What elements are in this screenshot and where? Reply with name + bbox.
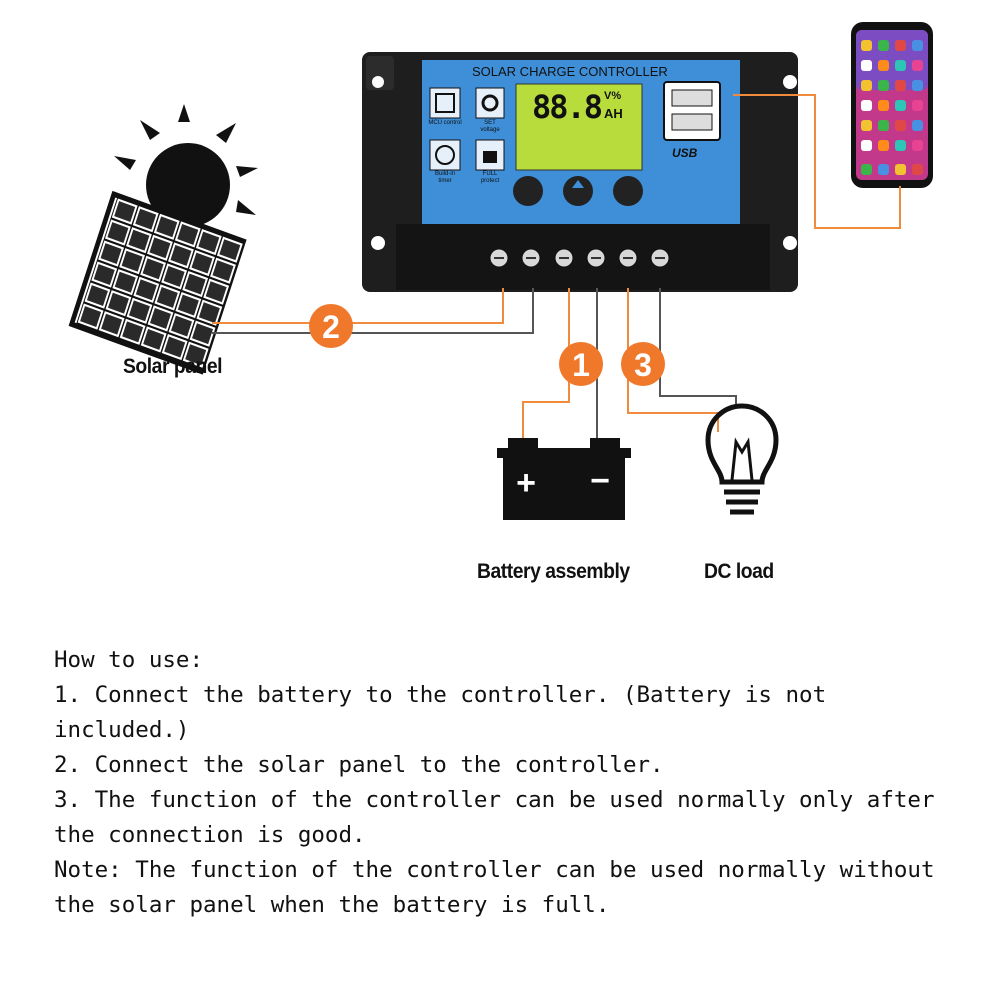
usb-label: USB — [672, 146, 698, 160]
timer-label: Build-in timer — [434, 171, 455, 184]
full-protect-label: FULL protect — [480, 171, 500, 184]
svg-text:3: 3 — [634, 347, 652, 383]
sun-icon — [114, 104, 258, 227]
instructions-heading: How to use: — [54, 647, 204, 673]
instruction-step-1: 1. Connect the battery to the controller… — [54, 682, 840, 743]
svg-text:2: 2 — [322, 309, 340, 345]
lcd-units-bottom: AH — [604, 106, 623, 121]
solar-panel-icon — [68, 190, 247, 375]
instruction-note: Note: The function of the controller can… — [54, 857, 949, 918]
svg-text:1: 1 — [572, 347, 590, 383]
phone-icon — [851, 22, 933, 188]
solar-panel-label: Solar panel — [123, 355, 223, 378]
wiring-diagram: 1 2 3 + − — [68, 22, 933, 520]
mcu-control-label: MCU control — [428, 120, 462, 126]
svg-text:+: + — [516, 464, 536, 502]
charge-controller — [362, 52, 798, 292]
lcd-digits: 88.8 — [532, 88, 603, 126]
badge-2: 2 — [309, 304, 353, 348]
battery-icon: + − — [497, 438, 631, 520]
dc-load-label: DC load — [704, 560, 774, 583]
instructions: How to use: 1. Connect the battery to th… — [54, 643, 954, 923]
lcd-units-top: V% — [604, 90, 622, 102]
svg-text:−: − — [590, 462, 610, 500]
light-bulb-icon — [705, 403, 779, 515]
controller-title: SOLAR CHARGE CONTROLLER — [472, 64, 668, 79]
instruction-step-2: 2. Connect the solar panel to the contro… — [54, 752, 664, 778]
battery-label: Battery assembly — [477, 560, 630, 583]
badge-3: 3 — [621, 342, 665, 386]
instruction-step-3: 3. The function of the controller can be… — [54, 787, 949, 848]
set-voltage-label: SET voltage — [480, 120, 500, 133]
badge-1: 1 — [559, 342, 603, 386]
